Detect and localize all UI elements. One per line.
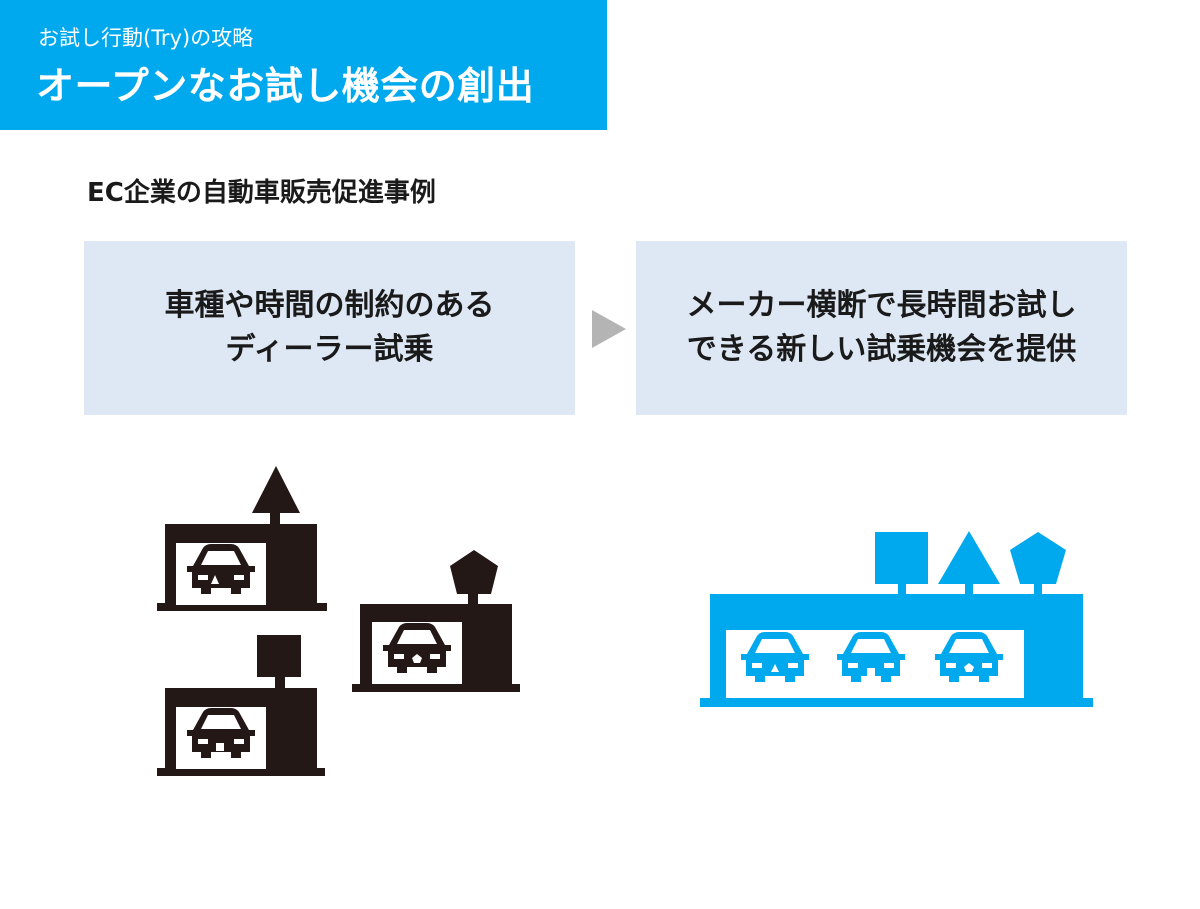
open-showroom-icon [700, 531, 1093, 707]
header-banner: お試し行動(Try)の攻略 オープンなお試し機会の創出 [0, 0, 607, 130]
before-line-2: ディーラー試乗 [225, 332, 434, 367]
after-line-2: できる新しい試乗機会を提供 [686, 332, 1077, 367]
right-arrow-icon [592, 310, 626, 348]
header-subtitle: お試し行動(Try)の攻略 [38, 26, 254, 50]
after-box: メーカー横断で長時間お試し できる新しい試乗機会を提供 [636, 241, 1127, 415]
dealer-square-icon [157, 635, 325, 776]
before-line-1: 車種や時間の制約のある [164, 288, 495, 323]
case-title: EC企業の自動車販売促進事例 [87, 178, 436, 208]
dealer-triangle-icon [157, 466, 327, 611]
header-title: オープンなお試し機会の創出 [36, 64, 535, 108]
dealer-pentagon-icon [352, 550, 520, 692]
before-box: 車種や時間の制約のある ディーラー試乗 [84, 241, 575, 415]
after-line-1: メーカー横断で長時間お試し [686, 288, 1077, 323]
